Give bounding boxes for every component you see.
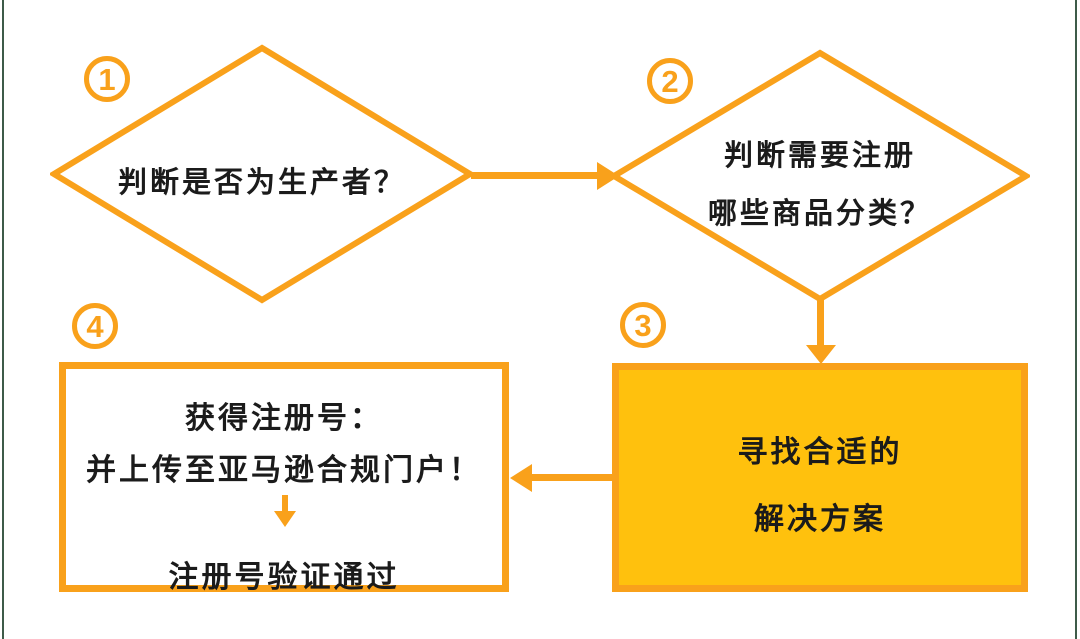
left-border-line: [2, 0, 4, 639]
arrow-step1-to-step2-line: [471, 172, 601, 179]
arrow-left-icon: [510, 464, 532, 492]
step4-inner-arrow-line: [282, 495, 288, 512]
step1-label: 判断是否为生产者？: [117, 167, 406, 199]
step2-label-line1: 判断需要注册: [723, 140, 916, 172]
step1-badge-number: 1: [98, 61, 116, 97]
step1-badge: 1: [84, 56, 130, 102]
right-border-line: [1075, 0, 1077, 639]
step2-label-line2: 哪些商品分类？: [707, 198, 932, 230]
step4-label-line2: 并上传至亚马逊合规门户！: [86, 454, 482, 487]
step2-badge: 2: [647, 58, 693, 104]
arrow-step3-to-step4-line: [531, 474, 612, 481]
arrow-right-icon: [597, 162, 619, 190]
step3-label-line1: 寻找合适的: [737, 436, 903, 469]
arrow-down-icon: [806, 345, 836, 364]
step3-solution-box: 寻找合适的 解决方案: [612, 363, 1028, 592]
step4-register-box: 获得注册号： 并上传至亚马逊合规门户！ 注册号验证通过: [59, 362, 509, 594]
arrow-step2-to-step3-line: [817, 297, 824, 347]
step3-label-line2: 解决方案: [754, 503, 886, 536]
step4-badge-number: 4: [86, 308, 104, 344]
step2-badge-number: 2: [661, 63, 679, 99]
arrow-down-small-icon: [274, 511, 296, 527]
step3-badge: 3: [620, 302, 666, 348]
step4-badge: 4: [72, 303, 118, 349]
step4-label-line3: 注册号验证通过: [168, 561, 400, 594]
step4-label-line1: 获得注册号：: [185, 402, 383, 435]
step3-badge-number: 3: [634, 307, 652, 343]
step2-diamond-shape: [610, 49, 1030, 303]
step1-diamond-shape: [50, 44, 474, 304]
